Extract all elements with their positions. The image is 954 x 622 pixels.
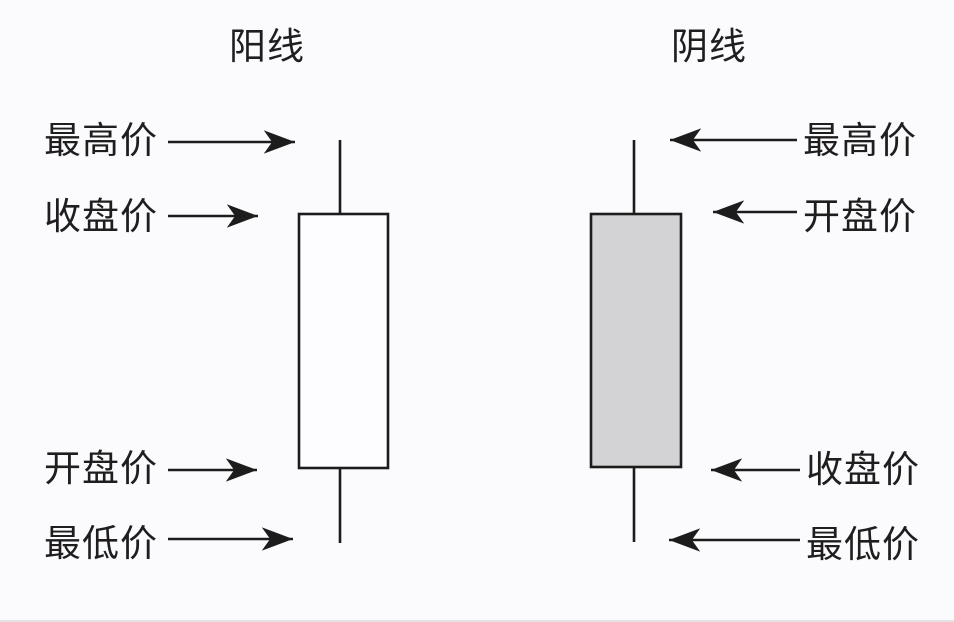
yang-closing-price-label: 收盘价 xyxy=(44,197,158,238)
yin-opening-price-label: 开盘价 xyxy=(803,197,917,238)
yin-annotation-arrows xyxy=(669,128,800,552)
yang-candle-body xyxy=(297,212,390,470)
yin-candlestick xyxy=(589,140,683,542)
yang-lowest-price-label: 最低价 xyxy=(44,524,158,565)
yang-title: 阳线 xyxy=(229,27,305,68)
yin-highest-price-label: 最高价 xyxy=(803,121,917,162)
yin-lowest-price-label: 最低价 xyxy=(806,525,920,566)
yang-annotation-arrows xyxy=(168,130,295,551)
yin-closing-price-label: 收盘价 xyxy=(806,450,920,491)
yang-opening-price-label: 开盘价 xyxy=(44,449,158,490)
bottom-rule xyxy=(0,620,954,622)
yin-candle-body xyxy=(589,212,683,469)
yang-highest-price-label: 最高价 xyxy=(44,121,158,162)
yang-candlestick xyxy=(297,140,390,543)
yin-title: 阴线 xyxy=(671,27,747,68)
